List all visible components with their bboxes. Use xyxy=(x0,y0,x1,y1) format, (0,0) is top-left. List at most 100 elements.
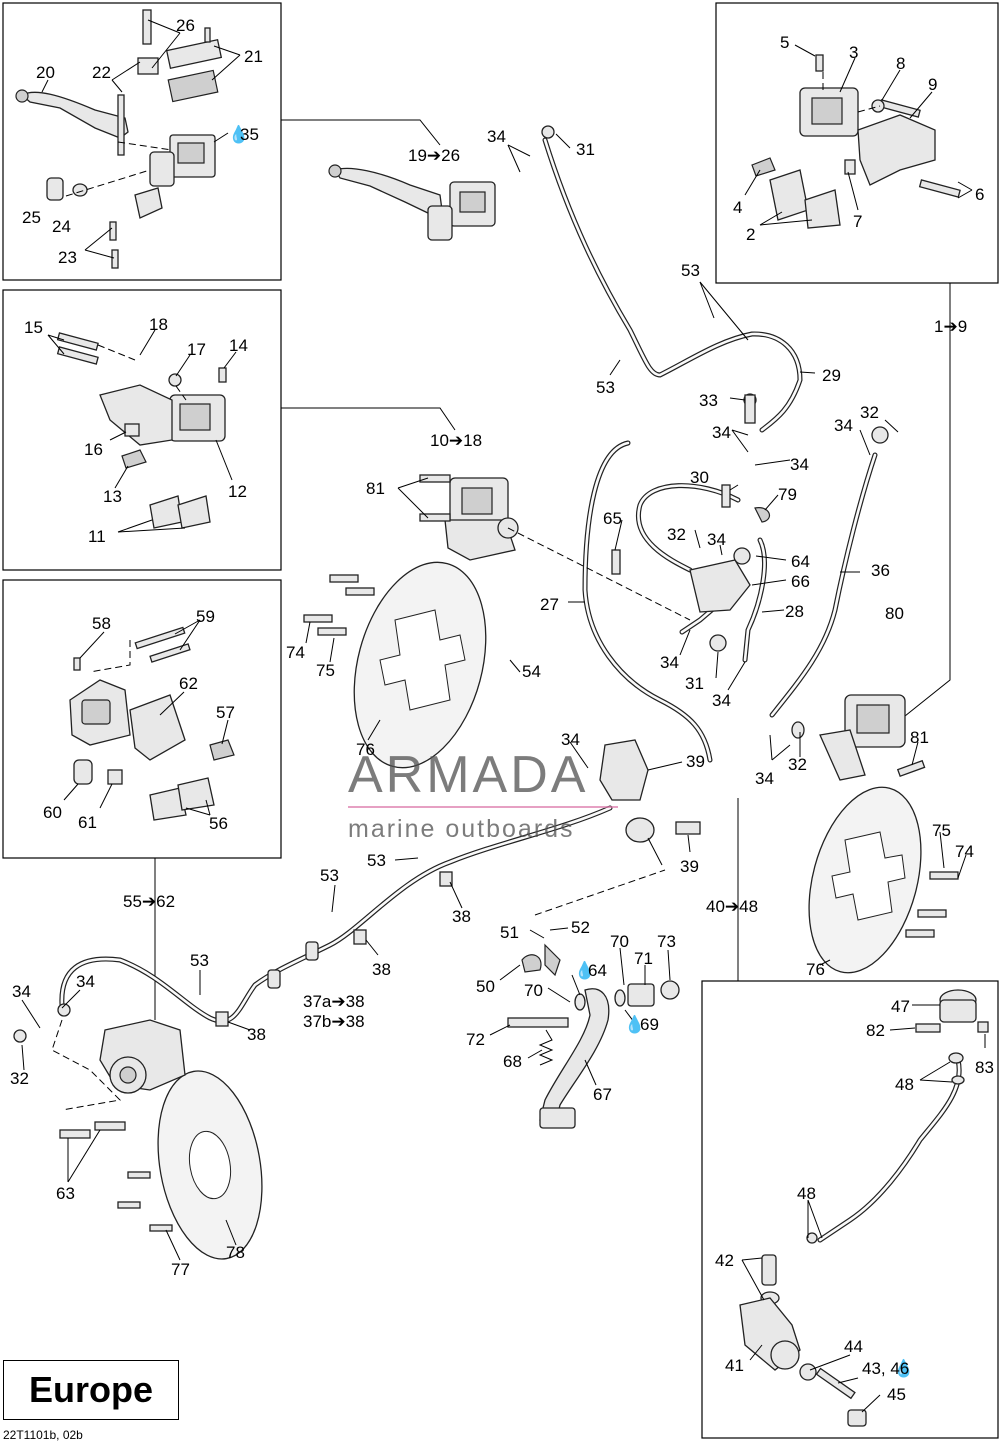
callout-34-h: 34 xyxy=(561,730,580,749)
callout-30: 30 xyxy=(690,468,709,487)
leaders-top-left xyxy=(41,19,241,259)
callout-16: 16 xyxy=(84,440,103,459)
callout-54: 54 xyxy=(522,662,541,681)
callout-74-b: 74 xyxy=(955,842,974,861)
watermark-tagline: marine outboards xyxy=(348,815,575,843)
watermark-brand: ARMADA xyxy=(348,746,589,804)
connector-19-26 xyxy=(281,119,441,146)
callout-3: 3 xyxy=(849,43,858,62)
callout-34: 34 xyxy=(487,127,506,146)
callout-2: 2 xyxy=(746,225,755,244)
dash-line-caliper-to-block xyxy=(507,527,691,621)
callout-25: 25 xyxy=(22,208,41,227)
dash-line-pedal xyxy=(534,869,666,916)
caliper-front-right-center xyxy=(819,694,926,781)
callout-44: 44 xyxy=(844,1337,863,1356)
range-label-10-18: 10➔18 xyxy=(430,431,482,450)
callout-60: 60 xyxy=(43,803,62,822)
callout-4: 4 xyxy=(733,198,742,217)
brake-disc-rear xyxy=(157,1070,263,1260)
region-label-box: Europe xyxy=(3,1360,179,1420)
callout-39: 39 xyxy=(686,752,705,771)
range-label-37b-38: 37b➔38 xyxy=(303,1012,365,1031)
callout-32: 32 xyxy=(860,403,879,422)
caliper-group-left xyxy=(56,332,227,529)
callout-81-b: 81 xyxy=(910,728,929,747)
callout-64-oil: 64 xyxy=(588,961,607,980)
callout-77: 77 xyxy=(171,1260,190,1279)
leaders-rear-caliper xyxy=(63,619,229,816)
callout-81: 81 xyxy=(366,479,385,498)
callout-12: 12 xyxy=(228,482,247,501)
callout-70-b: 70 xyxy=(524,981,543,1000)
callout-31: 31 xyxy=(576,140,595,159)
callout-34-e: 34 xyxy=(707,530,726,549)
callout-35: 35 xyxy=(240,125,259,144)
callout-58: 58 xyxy=(92,614,111,633)
leaders-mid-left xyxy=(47,329,237,533)
callout-33: 33 xyxy=(699,391,718,410)
callout-51: 51 xyxy=(500,923,519,942)
connector-1-9 xyxy=(899,283,951,721)
callout-34-j: 34 xyxy=(76,972,95,991)
callout-72: 72 xyxy=(466,1030,485,1049)
callout-61: 61 xyxy=(78,813,97,832)
callout-34-k: 34 xyxy=(12,982,31,1001)
callout-82: 82 xyxy=(866,1021,885,1040)
callout-74: 74 xyxy=(286,643,305,662)
callout-34-b: 34 xyxy=(834,416,853,435)
callout-22: 22 xyxy=(92,63,111,82)
callout-32-d: 32 xyxy=(10,1069,29,1088)
callout-39-b: 39 xyxy=(680,857,699,876)
callout-38-c: 38 xyxy=(247,1025,266,1044)
callout-17: 17 xyxy=(187,340,206,359)
callout-53-c: 53 xyxy=(367,851,386,870)
brake-disc-left xyxy=(353,561,487,769)
callout-59: 59 xyxy=(196,607,215,626)
callout-78: 78 xyxy=(226,1243,245,1262)
callout-21: 21 xyxy=(244,47,263,66)
callout-23: 23 xyxy=(58,248,77,267)
callout-45: 45 xyxy=(887,1385,906,1404)
caliper-front-center xyxy=(419,474,519,561)
callout-27: 27 xyxy=(540,595,559,614)
rear-caliper-main xyxy=(99,1019,186,1094)
front-brake-hoses xyxy=(542,137,878,763)
callout-68: 68 xyxy=(503,1052,522,1071)
reference-code: 22T1101b, 02b xyxy=(3,1428,83,1442)
callout-28: 28 xyxy=(785,602,804,621)
callout-34-c: 34 xyxy=(712,423,731,442)
callout-32-c: 32 xyxy=(788,755,807,774)
callout-67: 67 xyxy=(593,1085,612,1104)
callout-48-upper: 48 xyxy=(895,1075,914,1094)
callout-20: 20 xyxy=(36,63,55,82)
callout-36: 36 xyxy=(871,561,890,580)
callout-31-b: 31 xyxy=(685,674,704,693)
callout-75-b: 75 xyxy=(932,821,951,840)
range-label-1-9: 1➔9 xyxy=(934,317,967,336)
caliper-group-right xyxy=(751,54,961,229)
watermark-underline xyxy=(348,806,618,808)
frame-rear-master-cylinder xyxy=(701,980,999,1439)
callout-7: 7 xyxy=(853,212,862,231)
range-label-40-48: 40➔48 xyxy=(706,897,758,916)
callout-64: 64 xyxy=(791,552,810,571)
callout-50: 50 xyxy=(476,977,495,996)
leaders-center xyxy=(21,133,967,1261)
distribution-block xyxy=(541,125,889,739)
callout-65: 65 xyxy=(603,509,622,528)
callout-32-b: 32 xyxy=(667,525,686,544)
callout-76-b: 76 xyxy=(806,960,825,979)
callout-63: 63 xyxy=(56,1184,75,1203)
callout-29: 29 xyxy=(822,366,841,385)
leaders-top-right xyxy=(744,44,973,226)
brake-pedal-group xyxy=(507,943,680,1129)
range-label-37a-38: 37a➔38 xyxy=(303,992,365,1011)
oil-drop-icon: 💧 xyxy=(574,960,595,980)
callout-80: 80 xyxy=(885,604,904,623)
range-label-19-26: 19➔26 xyxy=(408,146,460,165)
callout-79: 79 xyxy=(778,485,797,504)
callout-34-i: 34 xyxy=(755,769,774,788)
callout-43-46: 43, 46 xyxy=(862,1359,909,1378)
